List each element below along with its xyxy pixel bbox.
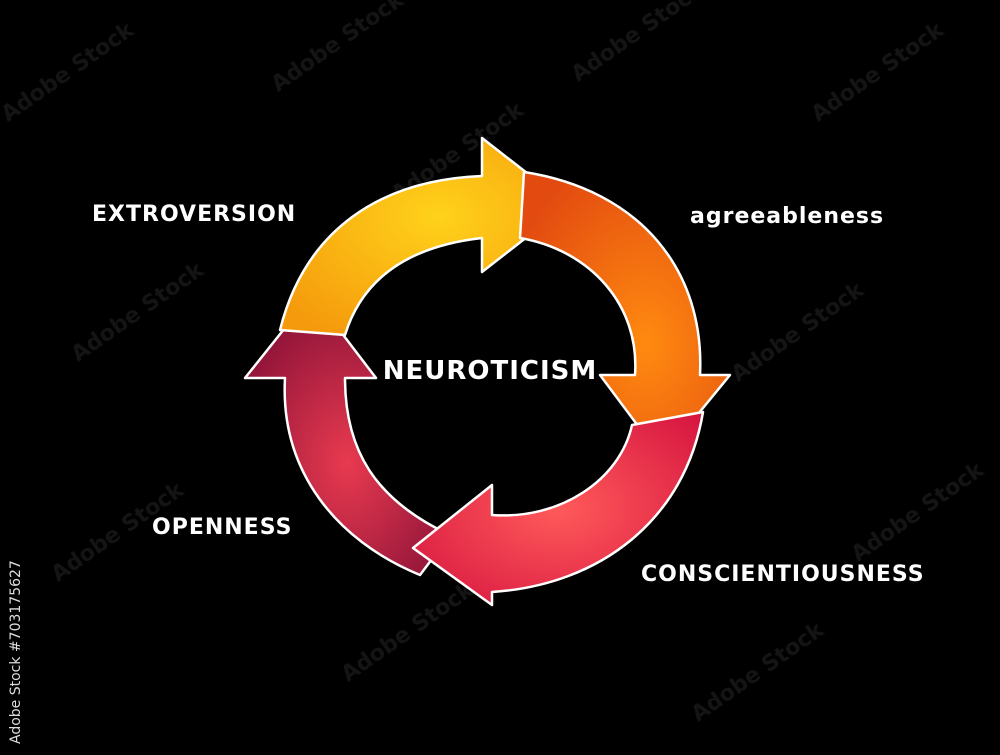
center-label: NEUROTICISM [382, 356, 598, 386]
extroversion-arrow-segment [278, 136, 570, 337]
conscientiousness-arrow-segment [411, 410, 705, 607]
agreeableness-arrow-segment [518, 170, 732, 460]
watermark-id: #703175627 [8, 560, 24, 653]
stock-id-watermark: Adobe Stock #703175627 [8, 560, 24, 744]
extroversion-label: EXTROVERSION [92, 202, 297, 227]
openness-arrow-segment [243, 292, 452, 577]
watermark-brand: Adobe Stock [8, 656, 24, 744]
conscientiousness-label: CONSCIENTIOUSNESS [641, 562, 925, 587]
openness-label: OPENNESS [152, 515, 293, 540]
agreeableness-label: agreeableness [690, 204, 885, 229]
